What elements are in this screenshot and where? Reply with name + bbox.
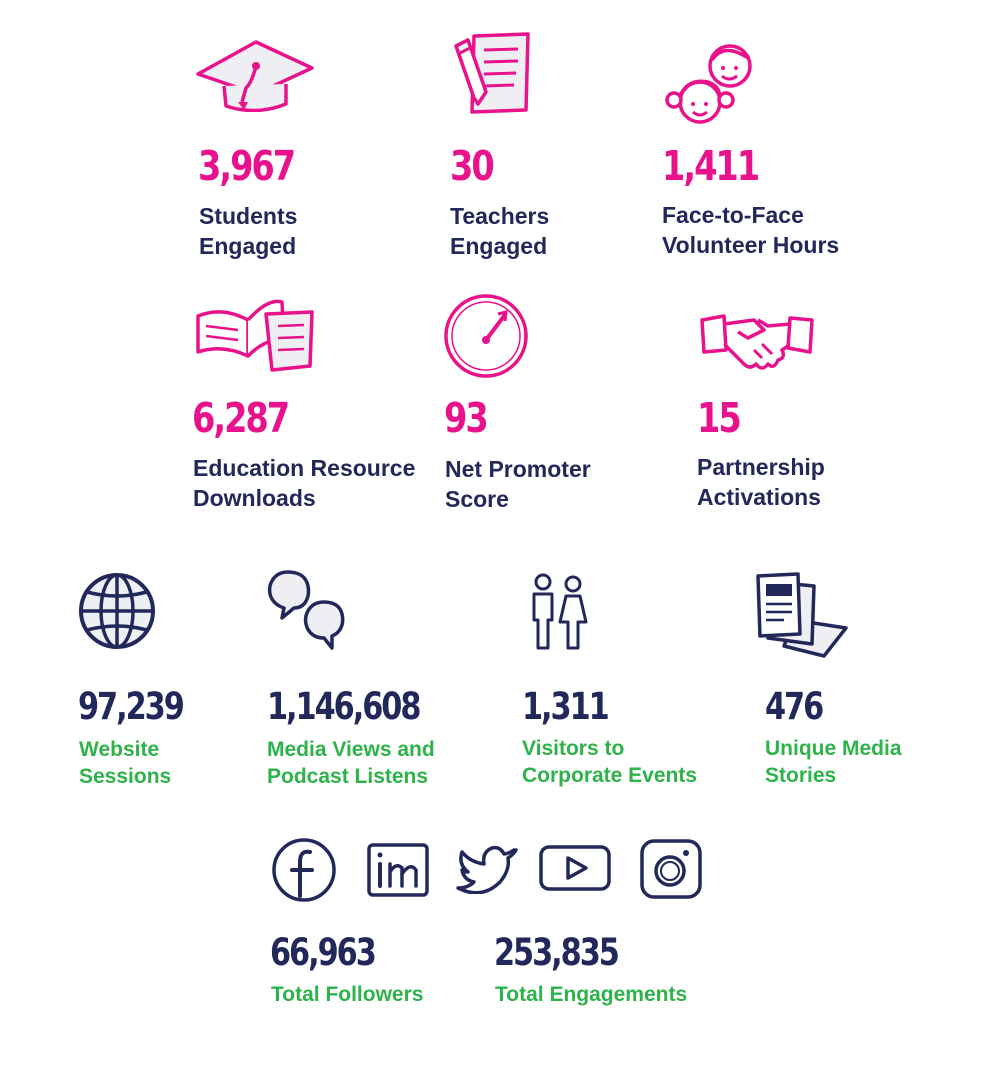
open-books-icon xyxy=(196,299,314,372)
volunteer-hours-value: 1,411 xyxy=(662,142,760,190)
visitors-value: 1,311 xyxy=(522,685,610,728)
facebook-icon xyxy=(272,838,336,902)
total-engagements-value: 253,835 xyxy=(494,931,620,974)
resource-downloads-label: Education Resource Downloads xyxy=(193,455,416,511)
twitter-icon xyxy=(456,845,518,894)
total-followers-label: Total Followers xyxy=(271,983,424,1006)
teacher-paper-pencil-icon xyxy=(454,32,530,114)
net-promoter-label: Net Promoter Score xyxy=(445,456,591,512)
handshake-icon xyxy=(700,314,814,370)
website-sessions-value: 97,239 xyxy=(78,685,185,728)
teachers-engaged-label: Teachers Engaged xyxy=(450,203,550,259)
resource-downloads-value: 6,287 xyxy=(192,394,290,442)
media-views-label: Media Views and Podcast Listens xyxy=(267,738,435,789)
visitors-label: Visitors to Corporate Events xyxy=(522,737,698,788)
total-engagements-label: Total Engagements xyxy=(495,983,688,1006)
media-stories-value: 476 xyxy=(765,685,824,728)
total-followers-value: 66,963 xyxy=(270,931,377,974)
net-promoter-value: 93 xyxy=(444,394,489,442)
speech-bubbles-icon xyxy=(267,570,345,650)
graduation-cap-icon xyxy=(196,40,314,112)
media-views-value: 1,146,608 xyxy=(267,685,421,728)
partnership-value: 15 xyxy=(697,394,742,442)
linkedin-icon xyxy=(367,843,429,897)
students-engaged-value: 3,967 xyxy=(198,142,296,190)
teachers-engaged-value: 30 xyxy=(450,142,495,190)
gauge-icon xyxy=(444,294,528,378)
youtube-icon xyxy=(539,845,611,891)
instagram-icon xyxy=(640,839,702,899)
website-sessions-label: Website Sessions xyxy=(79,738,172,789)
volunteers-faces-icon xyxy=(665,44,752,124)
students-engaged-label: Students Engaged xyxy=(199,203,298,259)
newspapers-icon xyxy=(756,572,848,658)
visitors-people-icon xyxy=(532,573,588,650)
volunteer-hours-label: Face-to-Face Volunteer Hours xyxy=(662,202,840,258)
globe-icon xyxy=(79,573,155,649)
media-stories-label: Unique Media Stories xyxy=(765,737,902,788)
partnership-label: Partnership Activations xyxy=(697,454,825,510)
